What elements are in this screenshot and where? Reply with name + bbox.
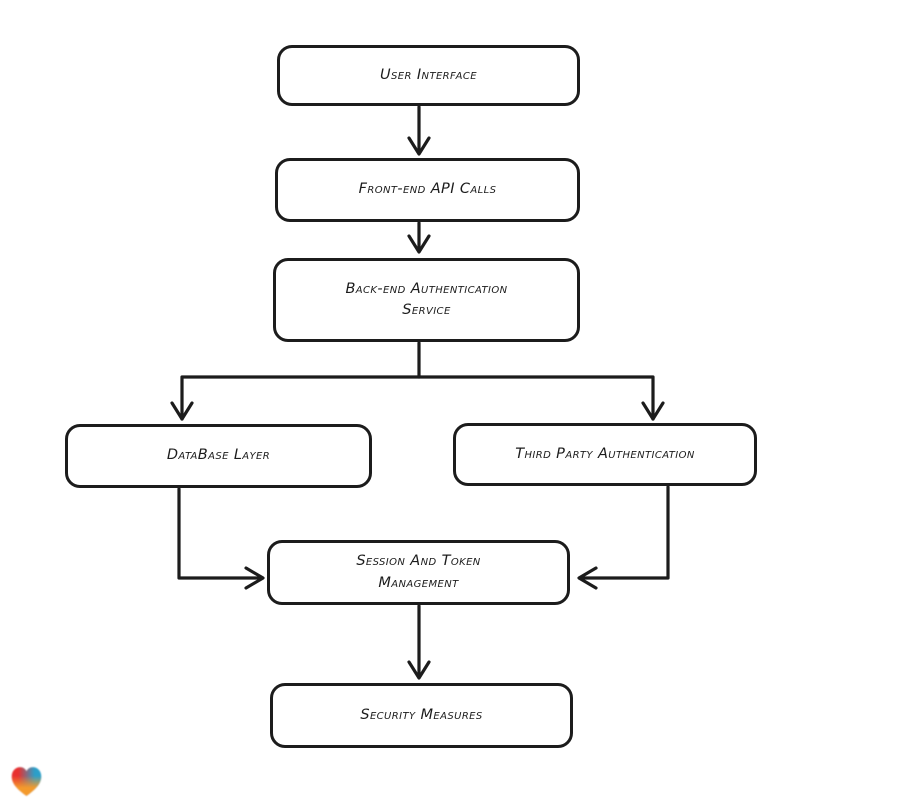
node-user-interface[interactable]: User Interface	[277, 45, 580, 106]
node-database-layer[interactable]: DataBase Layer	[65, 424, 372, 488]
node-front-end-api-calls[interactable]: Front-end API Calls	[275, 158, 580, 222]
edge-back-end-to-database-layer	[170, 341, 655, 421]
edge-back-end-to-third-party-authentication	[641, 401, 665, 421]
node-back-end-authentication-service[interactable]: Back-end Authentication Service	[273, 258, 580, 342]
edge-user-interface-to-front-end-api-calls	[407, 105, 431, 156]
eraser-heart-logo[interactable]	[9, 763, 44, 800]
heart-icon	[11, 767, 42, 796]
edge-third-party-to-session-management	[577, 485, 670, 590]
edge-database-layer-to-session-management	[177, 487, 265, 590]
node-security-measures[interactable]: Security Measures	[270, 683, 573, 748]
node-third-party-authentication[interactable]: Third Party Authentication	[453, 423, 757, 486]
edge-session-management-to-security-measures	[407, 604, 431, 680]
node-session-and-token-management[interactable]: Session And Token Management	[267, 540, 570, 605]
edge-front-end-api-calls-to-back-end-authentication-service	[407, 221, 431, 254]
